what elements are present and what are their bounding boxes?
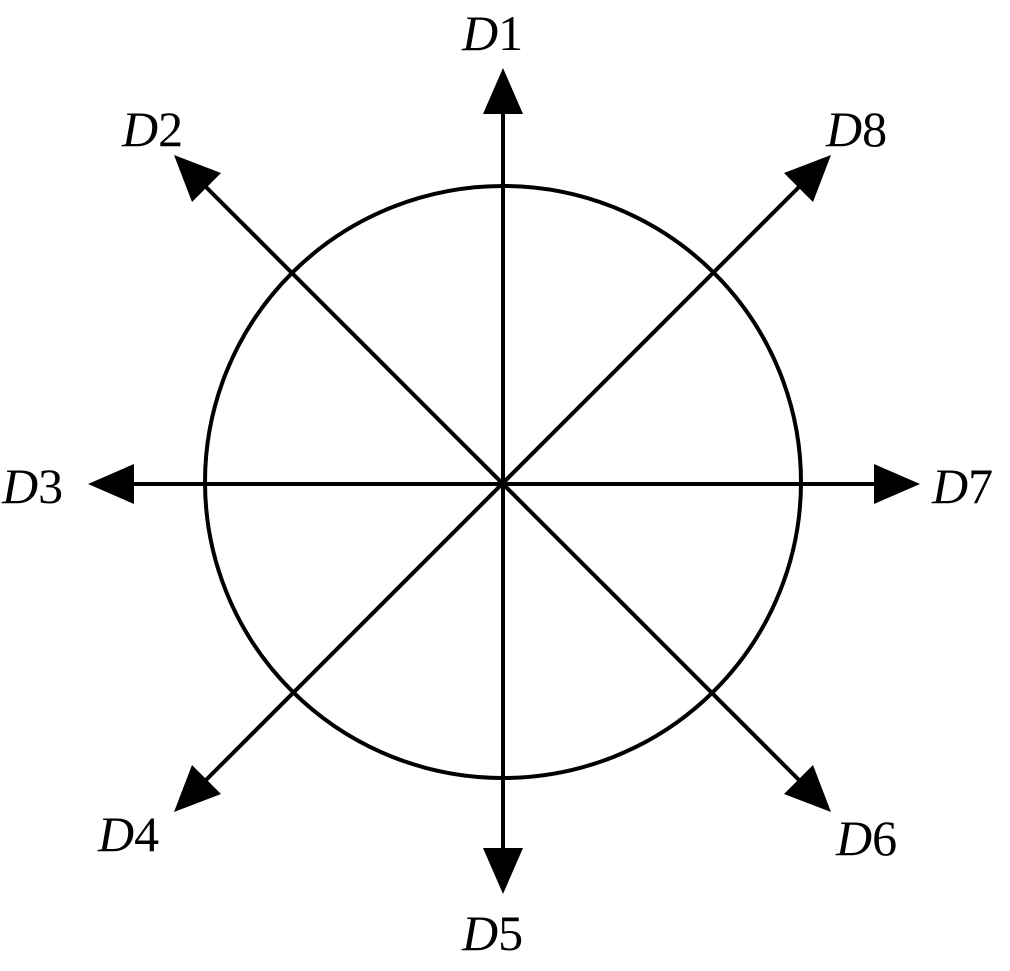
label-d2: D2 (121, 101, 183, 157)
label-d5-letter: D (461, 905, 498, 961)
label-d4-number: 4 (134, 806, 159, 862)
arrow-d6-icon (784, 765, 831, 812)
label-d2-number: 2 (158, 101, 183, 157)
arrow-d5-icon (483, 848, 523, 894)
label-d7-letter: D (931, 458, 968, 514)
label-d8-number: 8 (862, 101, 887, 157)
label-d1-letter: D (461, 5, 498, 61)
label-d5-number: 5 (498, 905, 523, 961)
label-d8: D8 (825, 101, 887, 157)
label-d3-number: 3 (38, 458, 63, 514)
label-d6-letter: D (835, 810, 872, 866)
label-d8-letter: D (825, 101, 862, 157)
label-d4: D4 (97, 806, 159, 862)
label-d1-number: 1 (498, 5, 523, 61)
arrow-d1-icon (483, 68, 523, 114)
label-d6: D6 (835, 810, 897, 866)
label-d3-letter: D (1, 458, 38, 514)
arrow-d3-icon (88, 464, 134, 504)
label-d6-number: 6 (872, 810, 897, 866)
label-d7-number: 7 (968, 458, 993, 514)
arrow-d2-icon (174, 155, 221, 202)
arrow-d8-icon (784, 155, 831, 202)
label-d5: D5 (461, 905, 523, 961)
label-d1: D1 (461, 5, 523, 61)
axis-d8-d4 (195, 176, 810, 791)
label-d3: D3 (1, 458, 63, 514)
label-d7: D7 (931, 458, 993, 514)
label-d4-letter: D (97, 806, 134, 862)
arrow-d4-icon (174, 765, 221, 812)
arrow-d7-icon (874, 464, 920, 504)
label-d2-letter: D (121, 101, 158, 157)
